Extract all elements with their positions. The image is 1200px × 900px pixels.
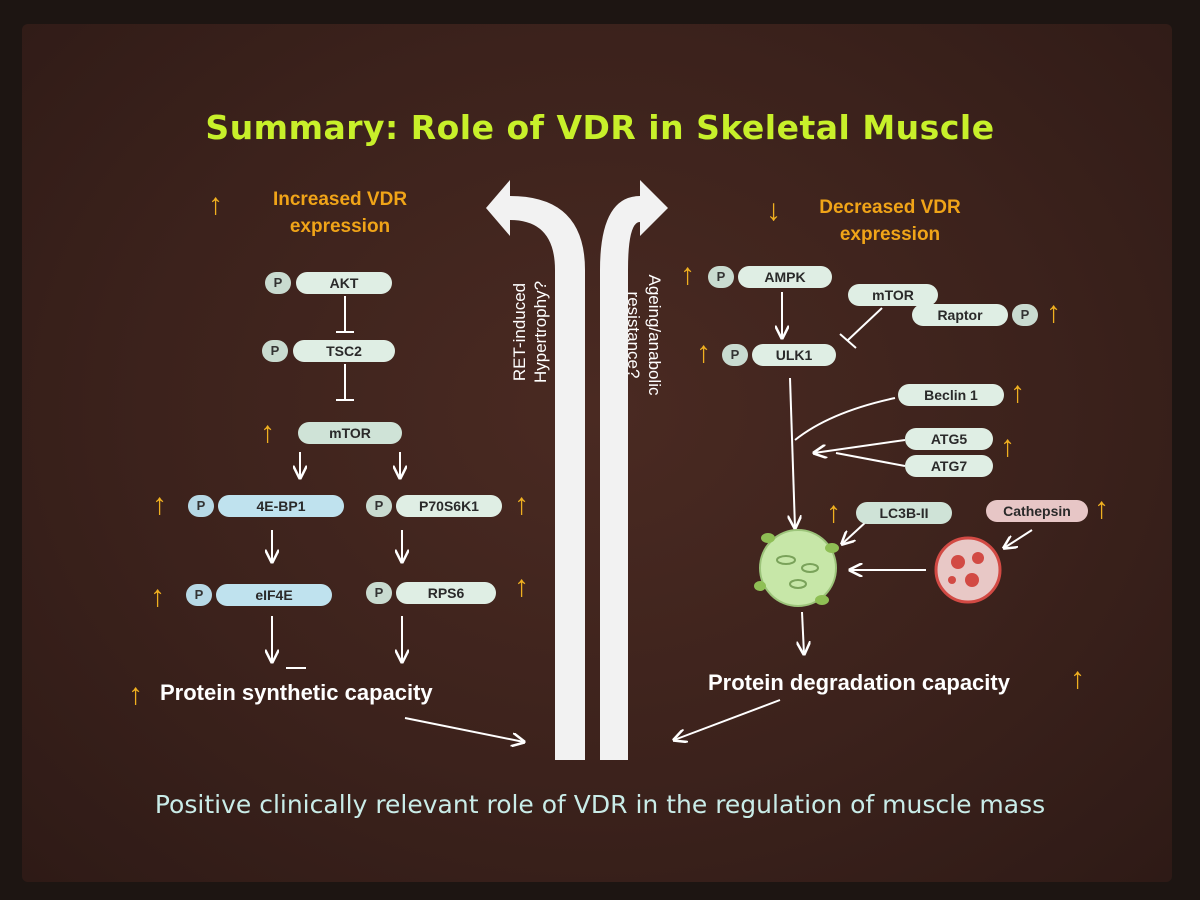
node-ampk: AMPK	[738, 266, 832, 288]
center-left-arrow	[486, 180, 585, 760]
center-left-label: RET-induced Hypertrophy?	[509, 272, 551, 392]
center-left-line1: RET-induced	[510, 282, 529, 382]
up-arrow-degradation: ↑	[1070, 662, 1085, 695]
phospho-p70s6k1: P	[366, 495, 392, 517]
node-ulk1: ULK1	[752, 344, 836, 366]
node-rps6: RPS6	[396, 582, 496, 604]
left-heading: Increased VDR expression	[240, 186, 440, 240]
up-arrow-4ebp1: ↑	[152, 488, 167, 521]
center-left-line2: Hypertrophy?	[531, 280, 550, 384]
phospho-ulk1: P	[722, 344, 748, 366]
right-pathway-arrows	[674, 292, 1033, 740]
center-right-arrow	[600, 180, 668, 760]
phospho-akt: P	[265, 272, 291, 294]
left-inhibition-lines	[336, 296, 354, 401]
up-arrow-atg5: ↑	[1000, 430, 1015, 463]
phospho-tsc2: P	[262, 340, 288, 362]
node-4ebp1: 4E-BP1	[218, 495, 344, 517]
node-atg5: ATG5	[905, 428, 993, 450]
phospho-ampk: P	[708, 266, 734, 288]
node-cathepsin: Cathepsin	[986, 500, 1088, 522]
center-right-line1: Ageing/anabolic	[645, 274, 664, 396]
up-arrow-mtor-left: ↑	[260, 416, 275, 449]
up-arrow-beclin1: ↑	[1010, 376, 1025, 409]
phospho-eif4e: P	[186, 584, 212, 606]
slide-title: Summary: Role of VDR in Skeletal Muscle	[205, 108, 995, 147]
phospho-rps6: P	[366, 582, 392, 604]
protein-degradation-capacity: Protein degradation capacity	[708, 670, 1010, 695]
lysosome-icon	[934, 536, 1002, 604]
node-atg7: ATG7	[905, 455, 993, 477]
up-arrow-eif4e: ↑	[150, 580, 165, 613]
autophagosome-icon	[754, 529, 839, 607]
left-activation-arrows	[272, 452, 524, 742]
up-arrow-ulk1: ↑	[696, 336, 711, 369]
bottom-statement: Positive clinically relevant role of VDR…	[154, 790, 1046, 819]
node-eif4e: eIF4E	[216, 584, 332, 606]
node-tsc2: TSC2	[293, 340, 395, 362]
node-raptor: Raptor	[912, 304, 1008, 326]
up-arrow-synthesis: ↑	[128, 678, 143, 711]
right-heading-line2: expression	[839, 224, 941, 245]
left-heading-line2: expression	[289, 216, 391, 237]
center-right-label: Ageing/anabolic resistance?	[623, 265, 665, 405]
right-heading-line1: Decreased VDR	[819, 197, 961, 218]
node-mtor-left: mTOR	[298, 422, 402, 444]
up-arrow-ampk: ↑	[680, 258, 695, 291]
up-arrow-rps6: ↑	[514, 570, 529, 603]
right-heading-arrow: ↓	[766, 194, 781, 227]
up-arrow-cathepsin: ↑	[1094, 492, 1109, 525]
phospho-raptor: P	[1012, 304, 1038, 326]
center-right-line2: resistance?	[624, 291, 643, 379]
up-arrow-lc3b: ↑	[826, 496, 841, 529]
protein-synthetic-capacity: Protein synthetic capacity	[160, 680, 433, 705]
node-p70s6k1: P70S6K1	[396, 495, 502, 517]
node-akt: AKT	[296, 272, 392, 294]
node-beclin1: Beclin 1	[898, 384, 1004, 406]
node-mtor-right: mTOR	[848, 284, 938, 306]
up-arrow-raptor: ↑	[1046, 296, 1061, 329]
right-heading: Decreased VDR expression	[790, 194, 990, 248]
slide-background	[22, 24, 1172, 882]
left-heading-arrow: ↑	[208, 188, 223, 221]
up-arrow-p70s6k1: ↑	[514, 488, 529, 521]
left-heading-line1: Increased VDR	[272, 189, 408, 210]
node-lc3b: LC3B-II	[856, 502, 952, 524]
phospho-4ebp1: P	[188, 495, 214, 517]
